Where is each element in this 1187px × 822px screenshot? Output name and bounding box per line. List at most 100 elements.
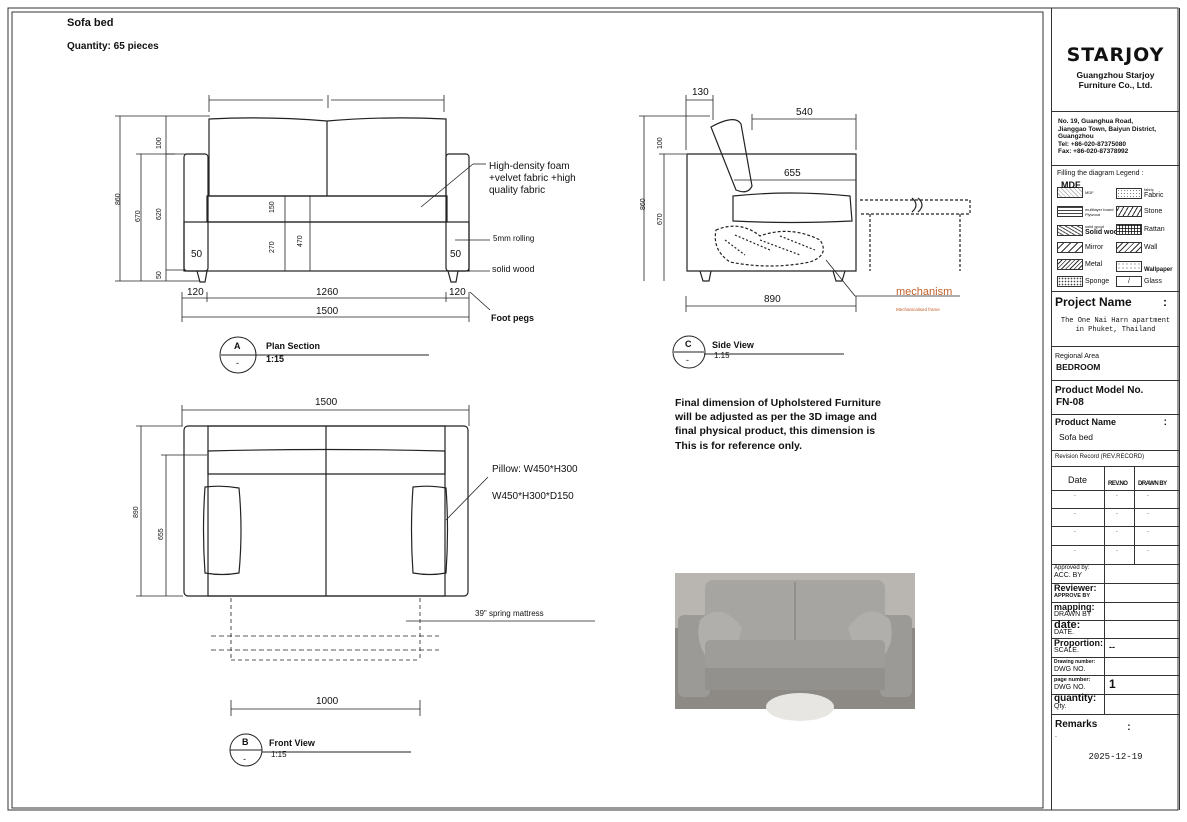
dim-50-left: 50	[191, 249, 203, 260]
proportion-value: --	[1109, 642, 1115, 652]
rev-dot: .	[1147, 491, 1149, 498]
title-block: STARJOY Guangzhou Starjoy Furniture Co.,…	[1051, 8, 1180, 810]
project-name-colon: :	[1163, 295, 1167, 309]
dim-270: 270	[269, 241, 276, 253]
company-cell: STARJOY Guangzhou Starjoy Furniture Co.,…	[1052, 8, 1179, 112]
legend-rattan-label: Rattan	[1144, 226, 1165, 233]
quantity-label: quantity:	[1054, 693, 1097, 704]
product-colon: :	[1163, 417, 1167, 428]
region-label: Regional Area	[1055, 353, 1099, 360]
legend-wall-label: Wall	[1144, 244, 1158, 251]
dim-890-front: 890	[133, 506, 140, 518]
legend-metal: Metal	[1057, 259, 1102, 270]
dim-655-side: 655	[784, 168, 801, 179]
rev-dot: .	[1116, 509, 1118, 516]
dim-655-front: 655	[158, 528, 165, 540]
page-dwg-label: DWG NO.	[1054, 684, 1086, 691]
callout-a-letter: A	[234, 341, 241, 351]
reviewer-cell: Reviewer:APPROVE BY	[1052, 584, 1179, 603]
front-dimension-lines	[136, 405, 595, 716]
revision-cell: Revision Record (REV.RECORD)	[1052, 451, 1179, 467]
project-name-value-2: in Phuket, Thailand	[1075, 326, 1156, 334]
legend-glass: / Glass	[1116, 276, 1162, 287]
rev-header-date: Date	[1068, 475, 1088, 485]
glass-swatch: /	[1116, 276, 1142, 287]
fabric-swatch	[1116, 187, 1142, 199]
note-mattress: 39" spring mattress	[475, 609, 544, 618]
callout-c-scale: 1:15	[714, 351, 730, 360]
legend-glass-label: Glass	[1144, 278, 1162, 285]
page-number-cell: page number:DWG NO. 1	[1052, 676, 1179, 695]
legend-mdf-sub: MDF	[1085, 190, 1094, 195]
plan-callout: A - Plan Section 1:15	[219, 336, 429, 374]
dim-860-side: 860	[640, 198, 647, 210]
reviewer-label: Reviewer:	[1054, 583, 1097, 593]
dim-1500-plan: 1500	[316, 306, 339, 317]
callout-c-letter: C	[685, 339, 692, 349]
solid-wood-swatch	[1057, 224, 1083, 236]
region-value: BEDROOM	[1056, 362, 1101, 372]
company-name-2: Furniture Co., Ltd.	[1078, 80, 1153, 90]
outer-frame	[7, 7, 1179, 811]
rev-dot: .	[1074, 509, 1076, 516]
date-sub-label: DATE.	[1054, 629, 1075, 636]
callout-c-title: Side View	[712, 340, 755, 350]
approved-cell: Approved by:ACC. BY	[1052, 565, 1179, 584]
remarks-date: 2025-12-19	[1088, 752, 1143, 762]
note-foam-3: quality fabric	[489, 185, 545, 196]
final-note-line-2: will be adjusted as per the 3D image and	[674, 411, 877, 423]
callout-a-dash: -	[236, 358, 239, 368]
dim-50-leg: 50	[156, 271, 163, 279]
final-note-line-1: Final dimension of Upholstered Furniture	[675, 397, 881, 409]
note-foam-1: High-density foam	[489, 161, 570, 172]
plywood-swatch	[1057, 206, 1083, 217]
drawn-by-label: DRAWN BY	[1054, 611, 1092, 618]
product-label: Product Name	[1055, 417, 1117, 427]
legend-title: Filling the diagram Legend :	[1057, 170, 1144, 177]
legend-mirror: Mirror	[1057, 242, 1103, 253]
side-callout: C - Side View 1:15	[672, 335, 844, 369]
front-callout: B - Front View 1:15	[229, 733, 411, 767]
dim-860: 860	[115, 193, 122, 205]
address-fax: Fax: +86-020-87378992	[1058, 148, 1129, 155]
dim-100-side: 100	[657, 137, 664, 149]
rev-dot: .	[1147, 546, 1149, 553]
legend-stone: Stone	[1116, 206, 1162, 217]
plan-section-view	[183, 117, 470, 283]
legend-mdf-tag: MDF	[1061, 180, 1081, 190]
project-cell: Project Name : The One Nai Harn apartmen…	[1052, 292, 1179, 347]
address-line-3: Guangzhou	[1058, 133, 1094, 140]
model-cell: Product Model No. FN-08	[1052, 381, 1179, 415]
company-logo: STARJOY	[1066, 44, 1165, 66]
drawing-number-label: Drawing number:	[1054, 659, 1096, 665]
note-rolling: 5mm rolling	[493, 234, 534, 243]
legend-wall: Wall	[1116, 242, 1157, 253]
note-mechanism: mechanism	[896, 286, 952, 298]
callout-a-scale: 1:15	[266, 354, 284, 364]
dim-670-side: 670	[657, 213, 664, 225]
acc-by-label: ACC. BY	[1054, 572, 1083, 579]
dim-120-right: 120	[449, 287, 466, 298]
note-solid-wood: solid wood	[492, 264, 535, 274]
revision-table: Date REV.NO DRAWN BY . . . . . . . . . .…	[1052, 467, 1179, 565]
remarks-cell: Remarks : . 2025-12-19	[1052, 715, 1179, 810]
rev-dot: .	[1074, 527, 1076, 534]
address-tel: Tel: +86-020-87375080	[1058, 140, 1126, 148]
date-label: date:	[1054, 619, 1081, 631]
date-cell: date:DATE.	[1052, 619, 1179, 639]
rev-dot: .	[1147, 527, 1149, 534]
proportion-label: Proportion:	[1054, 638, 1103, 648]
note-pillow-1: Pillow: W450*H300	[492, 464, 578, 475]
dim-1000: 1000	[316, 696, 339, 707]
legend-wallpaper: Wallpaper	[1116, 259, 1172, 273]
address-line-1: No. 19, Guanghua Road,	[1058, 118, 1134, 125]
page-number-value: 1	[1109, 677, 1116, 691]
drawing-title: Sofa bed	[67, 17, 113, 29]
quantity-text: Quantity: 65 pieces	[67, 41, 159, 52]
note-foot-pegs: Foot pegs	[491, 313, 534, 323]
product-cell: Product Name : Sofa bed	[1052, 415, 1179, 451]
project-name-value-1: The One Nai Harn apartment	[1060, 317, 1171, 325]
sponge-swatch	[1057, 276, 1083, 287]
